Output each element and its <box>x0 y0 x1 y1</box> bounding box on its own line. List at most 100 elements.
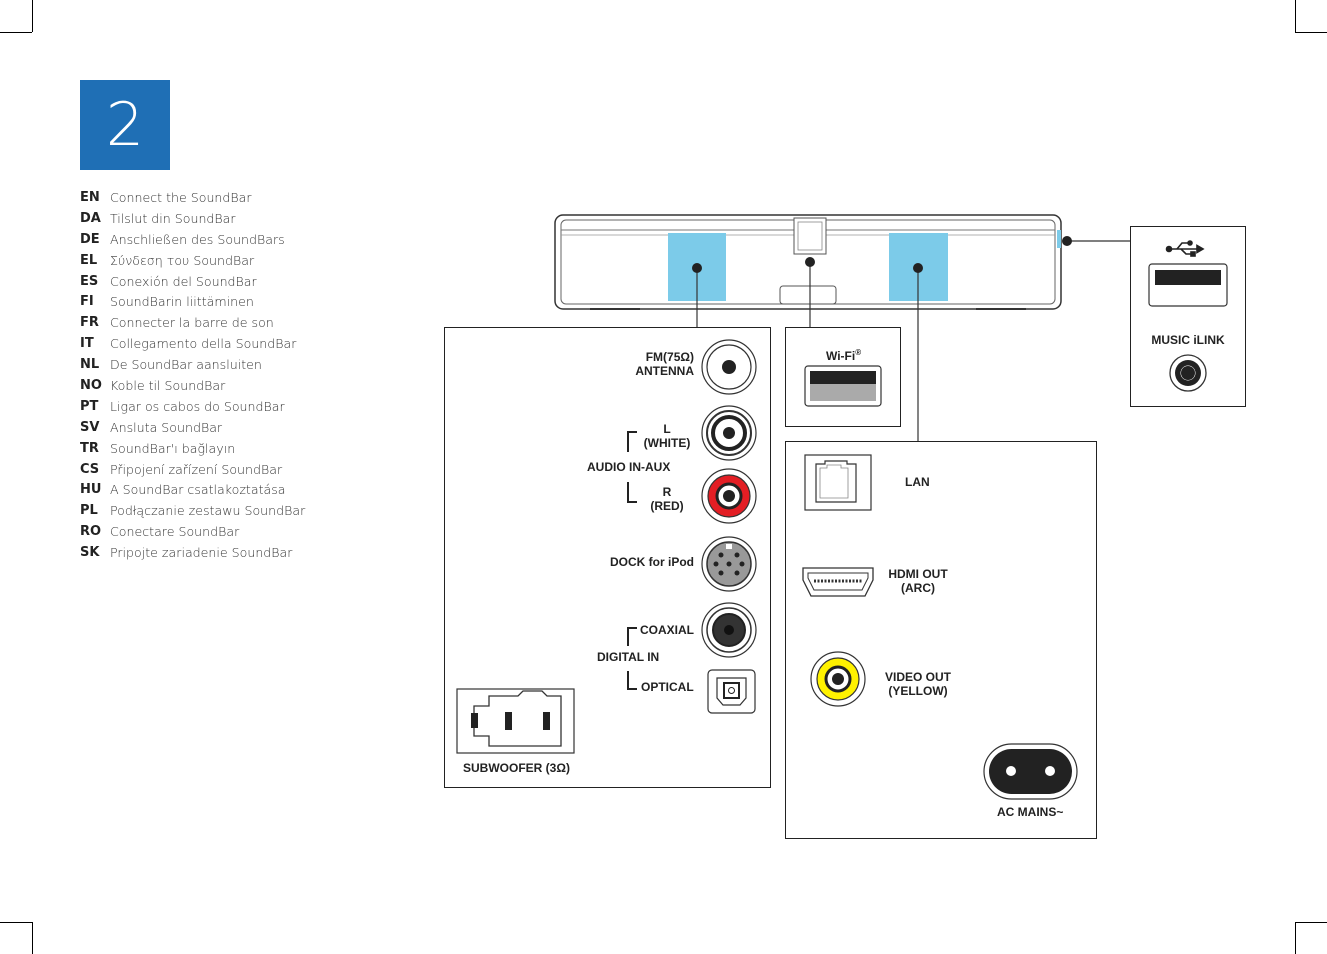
language-text: SoundBarin liittäminen <box>110 294 254 310</box>
language-text: De SoundBar aansluiten <box>110 357 262 373</box>
language-text: Připojení zařízení SoundBar <box>110 461 283 477</box>
language-row: IT Collegamento della SoundBar <box>80 333 400 354</box>
language-text: Connect the SoundBar <box>110 189 252 205</box>
music-ilink-usb-port <box>1148 263 1228 307</box>
digital-in-label: DIGITAL IN <box>597 650 660 664</box>
language-code: SV <box>80 419 100 435</box>
coaxial-label: COAXIAL <box>640 623 694 637</box>
language-text: Podłączanie zestawu SoundBar <box>110 503 306 519</box>
language-text: A SoundBar csatlakoztatása <box>110 482 286 498</box>
language-code: ES <box>80 273 99 289</box>
language-row: ES Conexión del SoundBar <box>80 271 400 292</box>
subwoofer-connector <box>456 688 575 754</box>
language-text: Ansluta SoundBar <box>110 419 223 435</box>
language-code: TR <box>80 440 99 456</box>
language-row: RO Conectare SoundBar <box>80 521 400 542</box>
language-row: EN Connect the SoundBar <box>80 187 400 208</box>
registered-mark: ® <box>855 348 862 357</box>
language-row: CS Připojení zařízení SoundBar <box>80 459 400 480</box>
fm-antenna-label: FM(75Ω) ANTENNA <box>635 350 694 378</box>
optical-label: OPTICAL <box>641 680 694 694</box>
language-row: TR SoundBar'ı bağlayın <box>80 438 400 459</box>
lan-port <box>804 454 872 511</box>
video-out-label: VIDEO OUT (YELLOW) <box>880 670 956 698</box>
language-code: EN <box>80 189 100 205</box>
hdmi-port <box>802 567 874 597</box>
language-code: DA <box>80 210 101 226</box>
music-ilink-jack <box>1169 354 1207 392</box>
crop-mark <box>32 0 33 32</box>
wifi-usb-port <box>804 365 882 407</box>
language-list: EN Connect the SoundBar DA Tilslut din Sou… <box>80 187 400 563</box>
ac-mains-label: AC MAINS~ <box>997 805 1064 819</box>
crop-mark <box>1295 32 1327 33</box>
optical-port <box>707 669 756 714</box>
language-text: SoundBar'ı bağlayın <box>110 440 236 456</box>
language-code: CS <box>80 461 100 477</box>
language-row: NO Koble til SoundBar <box>80 375 400 396</box>
crop-mark <box>1295 0 1296 32</box>
language-code: PL <box>80 503 98 519</box>
leader-dot <box>1062 236 1072 246</box>
language-code: EL <box>80 252 98 268</box>
language-code: SK <box>80 545 100 561</box>
leader-lines <box>696 240 1130 441</box>
video-line2: (YELLOW) <box>888 684 948 698</box>
step-number: 2 <box>80 80 170 170</box>
fm-antenna-connector <box>701 339 757 395</box>
language-row: PL Podłączanie zestawu SoundBar <box>80 500 400 521</box>
language-text: Pripojte zariadenie SoundBar <box>110 545 293 561</box>
language-code: HU <box>80 482 102 498</box>
language-row: DA Tilslut din SoundBar <box>80 208 400 229</box>
language-code: RO <box>80 524 102 540</box>
language-code: DE <box>80 231 100 247</box>
leader-dot <box>692 263 702 273</box>
language-row: HU A SoundBar csatlakoztatása <box>80 479 400 500</box>
audio-r-red-jack <box>701 468 757 524</box>
crop-mark <box>1295 922 1327 923</box>
language-code: FR <box>80 315 99 331</box>
fm-label-line1: FM(75Ω) <box>645 350 694 364</box>
language-row: SK Pripojte zariadenie SoundBar <box>80 542 400 563</box>
language-code: NO <box>80 377 102 393</box>
language-code: IT <box>80 336 94 352</box>
language-row: FI SoundBarin liittäminen <box>80 291 400 312</box>
language-text: Koble til SoundBar <box>110 377 226 393</box>
audio-l-line1: L <box>663 422 671 436</box>
coaxial-jack <box>701 602 757 658</box>
crop-mark <box>0 922 32 923</box>
language-text: Σύνδεση του SoundBar <box>110 252 255 268</box>
leader-dot <box>805 257 815 267</box>
language-text: Tilslut din SoundBar <box>110 210 236 226</box>
video-line1: VIDEO OUT <box>884 670 951 684</box>
language-row: EL Σύνδεση του SoundBar <box>80 250 400 271</box>
crop-mark <box>0 32 32 33</box>
audio-l-label: L (WHITE) <box>643 422 691 450</box>
music-ilink-label: MUSIC iLINK <box>1151 333 1225 347</box>
language-row: NL De SoundBar aansluiten <box>80 354 400 375</box>
leader-dot <box>913 263 923 273</box>
crop-mark <box>32 922 33 954</box>
language-code: FI <box>80 294 94 310</box>
language-text: Collegamento della SoundBar <box>110 336 297 352</box>
dock-connector <box>701 536 757 592</box>
language-text: Ligar os cabos do SoundBar <box>110 398 285 414</box>
language-row: SV Ansluta SoundBar <box>80 417 400 438</box>
language-text: Conectare SoundBar <box>110 524 240 540</box>
hdmi-line2: (ARC) <box>901 581 935 595</box>
language-text: Conexión del SoundBar <box>110 273 257 289</box>
usb-icon <box>1165 240 1205 257</box>
audio-in-aux-label: AUDIO IN-AUX <box>587 460 671 474</box>
fm-label-line2: ANTENNA <box>635 364 694 378</box>
audio-l-line2: (WHITE) <box>643 436 691 450</box>
audio-r-line1: R <box>662 485 672 499</box>
label-brackets <box>627 431 637 690</box>
crop-mark <box>1295 922 1296 954</box>
language-code: NL <box>80 357 100 373</box>
subwoofer-label: SUBWOOFER (3Ω) <box>463 761 570 775</box>
dock-label: DOCK for iPod <box>610 555 694 569</box>
hdmi-out-label: HDMI OUT (ARC) <box>883 567 953 595</box>
